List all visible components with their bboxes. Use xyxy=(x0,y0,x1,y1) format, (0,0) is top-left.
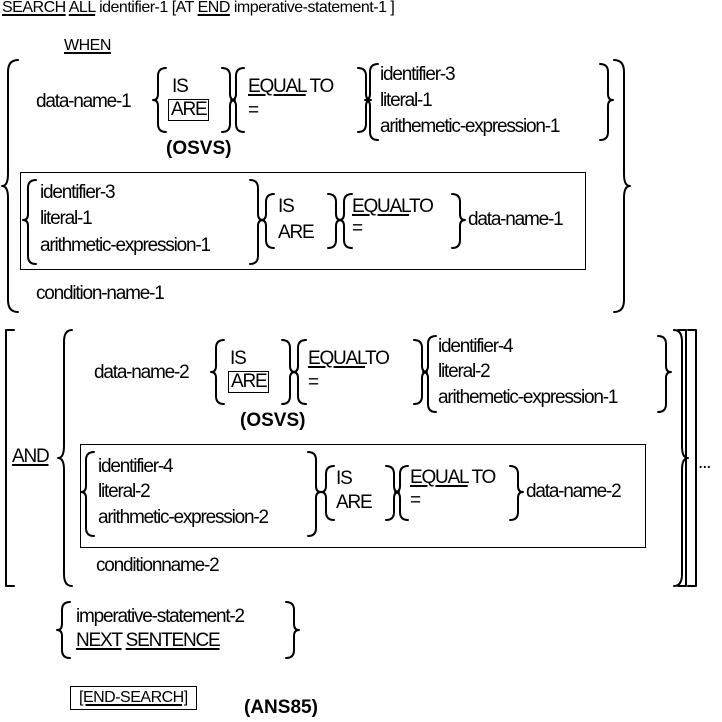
inner-data-name-2-text: data-name-2 xyxy=(526,481,622,502)
clause2-inner-box xyxy=(80,444,646,548)
keyword-sentence: SENTENCE xyxy=(125,630,221,651)
imperative-statement-1-text: imperative-statement-1 ] xyxy=(233,0,395,16)
equal-sign-2: = xyxy=(308,372,319,393)
syntax-header: SEARCH ALL identifier-1 [AT END imperati… xyxy=(2,0,395,19)
keyword-equal-2: EQUAL xyxy=(308,348,366,369)
inner-identifier-3-text: identifier-3 xyxy=(40,182,116,203)
inner-keyword-equal: EQUAL xyxy=(352,196,410,217)
inner-equal-to-text: EQUALTO xyxy=(352,196,434,218)
identifier-3-text: identifier-3 xyxy=(380,64,456,85)
arithemetic-expression-1-text-2: arithemetic-expression-1 xyxy=(438,387,618,408)
inner-arithmetic-expression-2-text: arithmetic-expression-2 xyxy=(98,507,269,528)
keyword-are-boxed: ARE xyxy=(168,99,210,121)
keyword-is-2: IS xyxy=(230,348,247,369)
equal-sign: = xyxy=(248,100,259,121)
clause1-inner-box xyxy=(20,172,586,270)
ans85-label: (ANS85) xyxy=(244,697,318,718)
inner-data-name-1-text: data-name-1 xyxy=(468,209,564,230)
inner-identifier-4-text: identifier-4 xyxy=(98,456,174,477)
keyword-are-2: ARE xyxy=(231,371,268,392)
equal-to-text-2: EQUALTO xyxy=(308,348,390,370)
keyword-search: SEARCH xyxy=(2,0,66,16)
inner-equal-to-text-2: EQUAL TO xyxy=(410,467,496,489)
keyword-to-2: TO xyxy=(365,348,390,369)
keyword-end-search: [END-SEARCH] xyxy=(79,689,188,706)
inner-keyword-is: IS xyxy=(278,196,295,217)
keyword-are: ARE xyxy=(171,99,208,120)
keyword-end: END xyxy=(197,0,231,16)
inner-keyword-are-2: ARE xyxy=(336,492,373,513)
keyword-are-boxed-2: ARE xyxy=(228,371,270,393)
inner-keyword-are: ARE xyxy=(278,222,315,243)
keyword-next: NEXT xyxy=(76,630,123,651)
identifier-4-text: identifier-4 xyxy=(438,336,514,357)
keyword-when: WHEN xyxy=(64,37,111,54)
condition-name-2-text: conditionname-2 xyxy=(96,555,220,576)
keyword-equal: EQUAL xyxy=(248,76,307,97)
inner-equal-sign-2: = xyxy=(410,490,421,511)
inner-literal-2-text: literal-2 xyxy=(98,481,151,502)
keyword-is: IS xyxy=(172,76,189,97)
osvs-label: (OSVS) xyxy=(166,138,232,159)
equal-to-text: EQUAL TO xyxy=(248,76,334,98)
inner-equal-sign: = xyxy=(352,218,363,239)
inner-keyword-to-2: TO xyxy=(471,467,496,488)
data-name-2-label: data-name-2 xyxy=(94,362,190,383)
inner-literal-1-text: literal-1 xyxy=(40,208,93,229)
keyword-and: AND xyxy=(12,446,50,467)
inner-keyword-is-2: IS xyxy=(336,468,353,489)
data-name-1-label: data-name-1 xyxy=(36,91,132,112)
condition-name-1-text: condition-name-1 xyxy=(36,283,165,304)
literal-1-text: literal-1 xyxy=(380,90,433,111)
keyword-all: ALL xyxy=(68,0,96,16)
inner-arithmetic-expression-1-text: arithmetic-expression-1 xyxy=(40,235,211,256)
inner-keyword-to: TO xyxy=(409,196,434,217)
ellipsis: ... xyxy=(698,452,711,473)
next-sentence-text: NEXT SENTENCE xyxy=(76,630,221,652)
at-text: [AT xyxy=(171,0,194,16)
inner-keyword-equal-2: EQUAL xyxy=(410,467,469,488)
keyword-to: TO xyxy=(309,76,334,97)
osvs-label-2: (OSVS) xyxy=(240,410,306,431)
imperative-statement-2-text: imperative-statement-2 xyxy=(76,606,245,627)
identifier-1-text: identifier-1 xyxy=(99,0,168,16)
literal-2-text: literal-2 xyxy=(438,361,491,382)
end-search-box: [END-SEARCH] xyxy=(70,686,197,710)
arithemetic-expression-1-text: arithemetic-expression-1 xyxy=(380,116,560,137)
